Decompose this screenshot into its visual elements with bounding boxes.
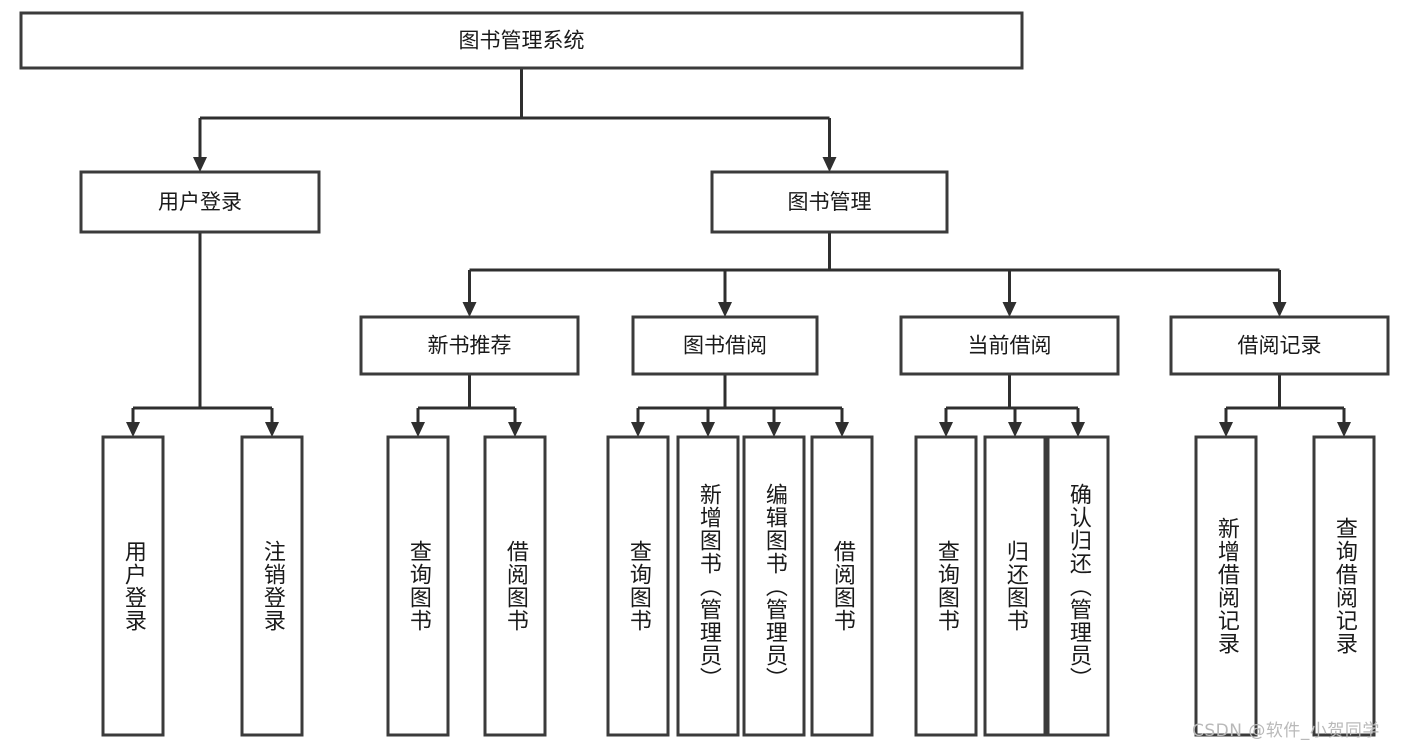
node-leaf-query-book-3[interactable]: [914, 435, 978, 737]
node-leaf-edit-book[interactable]: [742, 435, 806, 737]
node-current-borrow[interactable]: [899, 315, 1120, 376]
arrow-head-icon: [265, 422, 279, 437]
arrow-head-icon: [193, 157, 207, 172]
node-leaf-borrow-book-1[interactable]: [483, 435, 547, 737]
node-leaf-query-record[interactable]: [1312, 435, 1376, 737]
connector-layer: [126, 68, 1351, 437]
arrow-head-icon: [701, 422, 715, 437]
node-book-management-label: 图书管理: [788, 190, 872, 214]
node-leaf-confirm-return[interactable]: [1046, 435, 1110, 737]
csdn-watermark: CSDN @软件_小贺同学: [1192, 721, 1380, 741]
arrow-head-icon: [1272, 302, 1287, 317]
node-leaf-query-book-1[interactable]: [386, 435, 450, 737]
node-user-login[interactable]: [79, 170, 321, 234]
arrow-head-icon: [822, 157, 837, 172]
node-user-login-label: 用户登录: [158, 190, 242, 214]
arrow-head-icon: [939, 422, 953, 437]
node-leaf-user-login[interactable]: [101, 435, 165, 737]
node-borrow-record-label: 借阅记录: [1238, 334, 1322, 358]
node-leaf-return-book[interactable]: [983, 435, 1047, 737]
arrow-head-icon: [508, 422, 522, 437]
box-layer: [19, 11, 1390, 737]
node-current-borrow-label: 当前借阅: [968, 334, 1052, 358]
node-book-borrow[interactable]: [631, 315, 819, 376]
arrow-head-icon: [126, 422, 140, 437]
arrow-head-icon: [835, 422, 849, 437]
arrow-head-icon: [718, 302, 732, 317]
arrow-head-icon: [462, 302, 477, 317]
arrow-head-icon: [767, 422, 781, 437]
node-new-book-recommend[interactable]: [359, 315, 580, 376]
node-book-management[interactable]: [710, 170, 949, 234]
arrow-head-icon: [1219, 422, 1233, 437]
node-leaf-user-logout[interactable]: [240, 435, 304, 737]
node-borrow-record[interactable]: [1169, 315, 1390, 376]
node-leaf-query-book-2[interactable]: [606, 435, 670, 737]
arrow-head-icon: [1071, 422, 1085, 437]
arrow-head-icon: [1002, 302, 1017, 317]
arrow-head-icon: [631, 422, 645, 437]
node-root[interactable]: [19, 11, 1024, 70]
arrow-head-icon: [411, 422, 425, 437]
node-leaf-add-record[interactable]: [1194, 435, 1258, 737]
node-leaf-add-book[interactable]: [676, 435, 740, 737]
node-root-label: 图书管理系统: [459, 29, 585, 53]
node-book-borrow-label: 图书借阅: [683, 334, 767, 358]
node-new-book-recommend-label: 新书推荐: [428, 334, 512, 358]
node-leaf-borrow-book-2[interactable]: [810, 435, 874, 737]
arrow-head-icon: [1008, 422, 1022, 437]
arrow-head-icon: [1337, 422, 1351, 437]
